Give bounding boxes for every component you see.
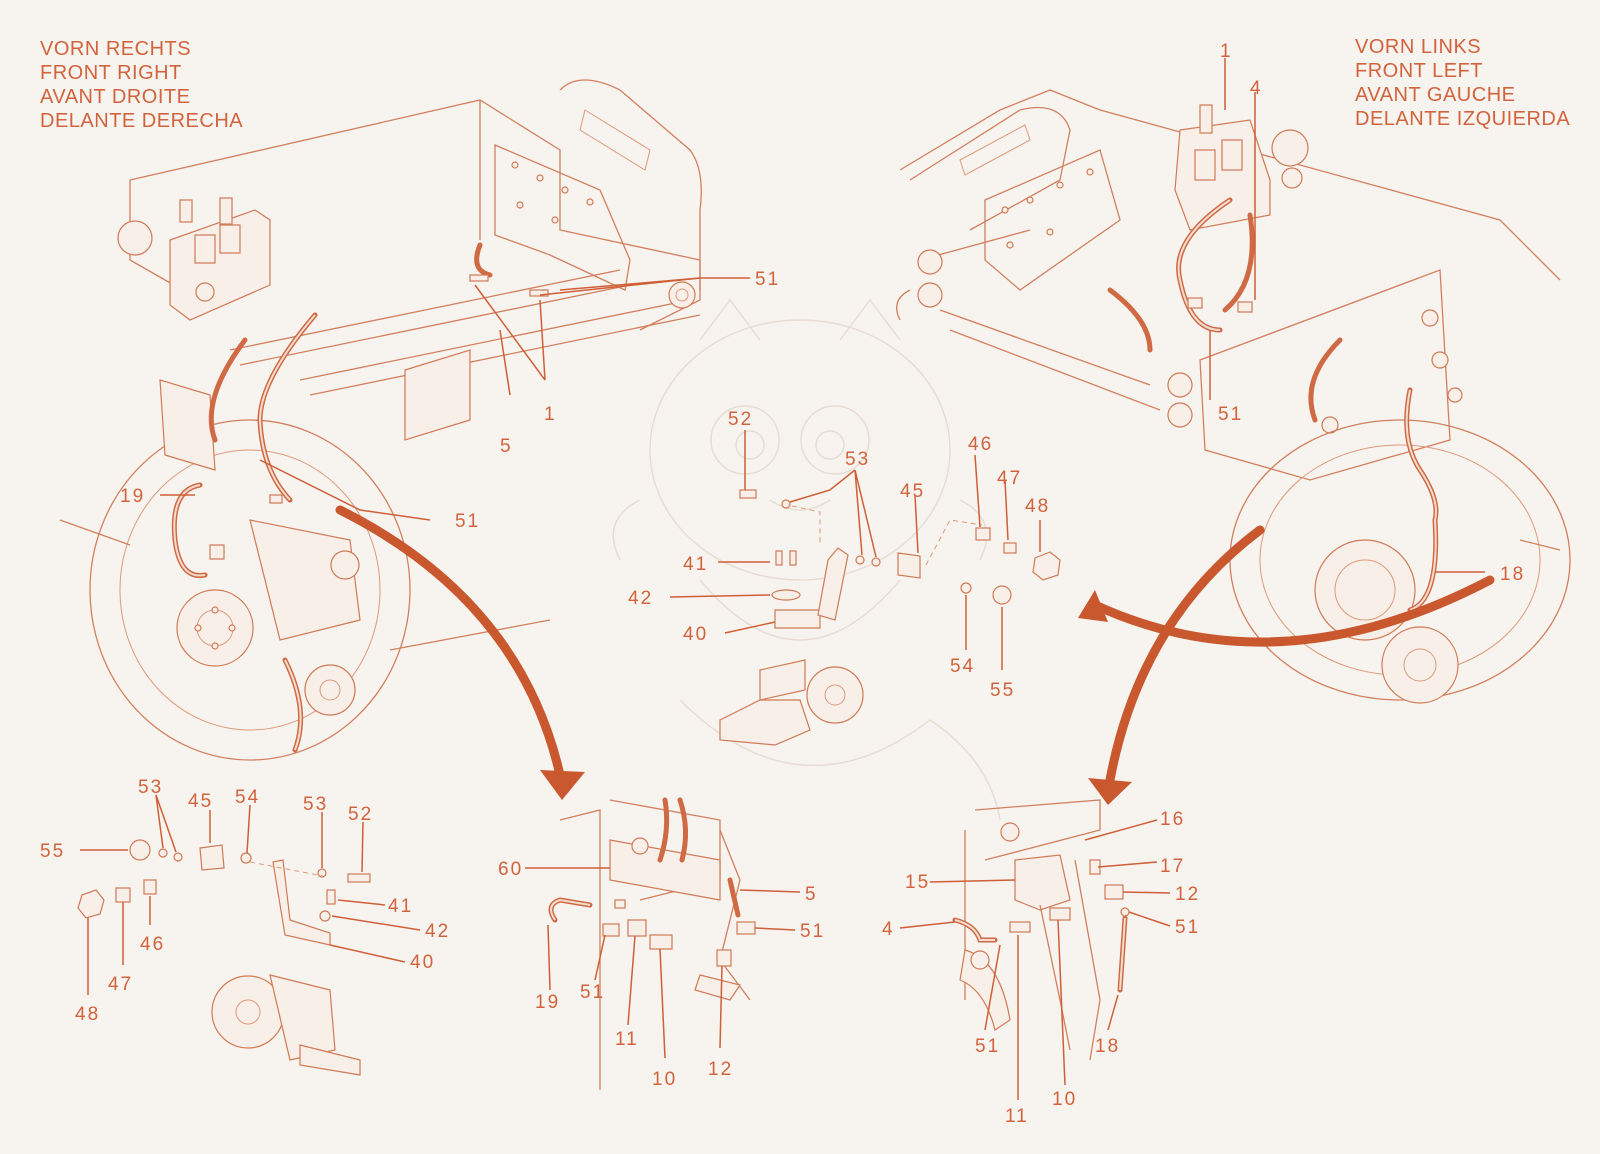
callouts-detail-left-hoses: 16 17 15 12 4 51 51 11 10 18 bbox=[882, 809, 1200, 1127]
callout-number: 51 bbox=[580, 982, 605, 1003]
caption-line-1: VORN LINKS bbox=[1355, 36, 1481, 58]
callout-number: 51 bbox=[1175, 917, 1200, 938]
reference-arrows bbox=[335, 505, 1495, 805]
callout-number: 45 bbox=[188, 791, 213, 812]
callout-number: 55 bbox=[40, 841, 65, 862]
caption-line-1: VORN RECHTS bbox=[40, 38, 191, 60]
callout-number: 17 bbox=[1160, 856, 1185, 877]
callout-number: 18 bbox=[1500, 564, 1525, 585]
callout-number: 53 bbox=[303, 794, 328, 815]
callout-number: 16 bbox=[1160, 809, 1185, 830]
caption-line-3: AVANT DROITE bbox=[40, 86, 190, 108]
view-front-right bbox=[59, 79, 702, 761]
callouts-left-view: 1 4 51 18 bbox=[1218, 41, 1525, 585]
callout-number: 19 bbox=[120, 486, 145, 507]
callout-number: 4 bbox=[882, 919, 895, 940]
callout-number: 47 bbox=[108, 974, 133, 995]
callout-number: 52 bbox=[348, 804, 373, 825]
caption-front-left: VORN LINKS FRONT LEFT AVANT GAUCHE DELAN… bbox=[1355, 36, 1570, 130]
callout-number: 54 bbox=[950, 656, 975, 677]
watermark-mascot bbox=[612, 298, 1001, 821]
callout-number: 51 bbox=[755, 269, 780, 290]
callout-number: 54 bbox=[235, 787, 260, 808]
callouts-bracket-center: 52 53 46 47 45 48 41 42 40 54 55 bbox=[628, 409, 1050, 701]
callout-number: 42 bbox=[425, 921, 450, 942]
caption-line-2: FRONT LEFT bbox=[1355, 60, 1483, 82]
callout-number: 4 bbox=[1250, 78, 1263, 99]
callout-number: 18 bbox=[1095, 1036, 1120, 1057]
callout-number: 15 bbox=[905, 872, 930, 893]
callout-number: 42 bbox=[628, 588, 653, 609]
callout-number: 48 bbox=[75, 1004, 100, 1025]
caption-line-2: FRONT RIGHT bbox=[40, 62, 182, 84]
caption-line-4: DELANTE DERECHA bbox=[40, 110, 243, 132]
callout-number: 51 bbox=[1218, 404, 1243, 425]
detail-left-hoses bbox=[952, 799, 1130, 1061]
callout-number: 40 bbox=[410, 952, 435, 973]
callout-number: 10 bbox=[1052, 1089, 1077, 1110]
callout-number: 12 bbox=[708, 1059, 733, 1080]
caption-line-4: DELANTE IZQUIERDA bbox=[1355, 108, 1570, 130]
callout-number: 5 bbox=[805, 884, 818, 905]
callout-number: 46 bbox=[968, 434, 993, 455]
callout-number: 51 bbox=[800, 921, 825, 942]
callout-number: 1 bbox=[544, 404, 557, 425]
callout-number: 53 bbox=[845, 449, 870, 470]
callout-number: 19 bbox=[535, 992, 560, 1013]
callout-number: 11 bbox=[615, 1029, 639, 1050]
caption-front-right: VORN RECHTS FRONT RIGHT AVANT DROITE DEL… bbox=[40, 38, 243, 132]
callout-number: 40 bbox=[683, 624, 708, 645]
callout-number: 60 bbox=[498, 859, 523, 880]
callout-number: 55 bbox=[990, 680, 1015, 701]
callout-number: 51 bbox=[975, 1036, 1000, 1057]
callouts-detail-right-hoses: 60 5 51 19 51 11 10 12 bbox=[498, 859, 825, 1090]
callout-number: 41 bbox=[388, 896, 413, 917]
callout-number: 1 bbox=[1220, 41, 1233, 62]
callout-number: 10 bbox=[652, 1069, 677, 1090]
callouts-bracket-left: 53 45 54 53 52 55 41 42 40 46 47 48 bbox=[40, 777, 450, 1025]
caption-line-3: AVANT GAUCHE bbox=[1355, 84, 1515, 106]
callout-number: 53 bbox=[138, 777, 163, 798]
callout-number: 12 bbox=[1175, 884, 1200, 905]
callout-number: 11 bbox=[1005, 1106, 1029, 1127]
leader-lines bbox=[80, 58, 1485, 1100]
bracket-exploded-left bbox=[77, 839, 371, 1076]
callout-number: 45 bbox=[900, 481, 925, 502]
callouts-right-view: 51 5 1 19 51 bbox=[120, 269, 780, 532]
view-front-left bbox=[896, 89, 1571, 704]
callout-number: 51 bbox=[455, 511, 480, 532]
callout-number: 46 bbox=[140, 934, 165, 955]
callout-number: 52 bbox=[728, 409, 753, 430]
callout-number: 47 bbox=[997, 468, 1022, 489]
callout-number: 41 bbox=[683, 554, 708, 575]
callout-number: 5 bbox=[500, 436, 513, 457]
detail-right-hoses bbox=[548, 797, 756, 1090]
callout-number: 48 bbox=[1025, 496, 1050, 517]
bracket-exploded-center bbox=[719, 489, 1061, 746]
